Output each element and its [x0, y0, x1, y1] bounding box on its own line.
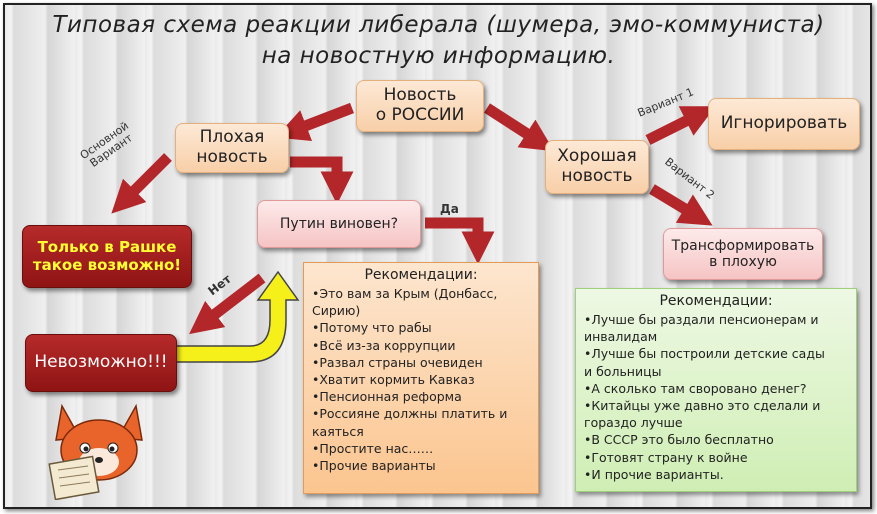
arrow-putin-yes [425, 217, 495, 265]
arrow-bad-to-putin [290, 156, 354, 205]
list-item: •Прочие варианты [312, 458, 436, 474]
node-impossible: Невозможно!!! [25, 334, 177, 392]
list-item: •Потому что рабы [312, 320, 432, 336]
rec-green-list: •Лучше бы раздали пенсионерам и инвалида… [584, 311, 848, 483]
node-good-news: Хорошая новость [545, 140, 649, 194]
list-item: •Китайцы уже давно это сделали и [584, 398, 821, 414]
node-news: Новость о РОССИИ [356, 80, 484, 132]
list-item: инвалидам [584, 329, 658, 345]
list-item: Сирию) [312, 303, 361, 319]
node-bad-news: Плохая новость [175, 123, 289, 173]
list-item: и больницы [584, 363, 662, 379]
list-item: каяться [312, 423, 364, 439]
rec-orange-title: Рекомендации: [364, 267, 478, 283]
node-transform: Трансформировать в плохую [663, 228, 823, 280]
node-ignore: Игнорировать [708, 98, 860, 150]
list-item: •Пенсионная реформа [312, 389, 462, 405]
diagram-title-line1: Типовая схема реакции либерала (шумера, … [52, 12, 825, 38]
list-item: •Готовят страну к войне [584, 449, 748, 465]
arrow-bad-to-only-russia [111, 153, 172, 214]
yellow-arrow [175, 270, 300, 363]
fox-mascot-icon [48, 403, 143, 500]
node-putin: Путин виновен? [257, 200, 421, 248]
rec-green-title: Рекомендации: [659, 293, 773, 309]
list-item: •Простите нас…… [312, 440, 434, 456]
list-item: •Это вам за Крым (Донбасс, [312, 286, 498, 301]
list-item: •В СССР это было бесплатно [584, 432, 774, 448]
label-yes: Да [440, 202, 459, 216]
list-item: •А сколько там своровано денег? [584, 380, 807, 396]
list-item: •И прочие варианты. [584, 466, 724, 482]
list-item: гораздо лучше [584, 415, 683, 431]
node-only-russia: Только в Рашке такое возможно! [22, 225, 192, 288]
arrow-news-to-bad [275, 102, 354, 142]
arrow-news-to-good [484, 103, 555, 152]
list-item: •Лучше бы построили детские сады [584, 346, 825, 362]
arrow-no [189, 273, 266, 335]
rec-orange-list: •Это вам за Крым (Донбасс, Сирию) •Потом… [312, 285, 530, 474]
list-item: •Развал страны очевиден [312, 354, 483, 370]
list-item: •Россияне должны платить и [312, 406, 508, 422]
list-item: •Лучше бы раздали пенсионерам и [584, 312, 819, 327]
arrow-good-to-transform [649, 184, 713, 226]
recommendations-orange: Рекомендации: •Это вам за Крым (Донбасс,… [303, 262, 539, 494]
list-item: •Хватит кормить Кавказ [312, 372, 475, 388]
list-item: •Всё из-за коррупции [312, 337, 456, 353]
diagram-title-line2: на новостную информацию. [261, 43, 616, 69]
arrow-good-to-ignore [645, 106, 716, 145]
recommendations-green: Рекомендации: •Лучше бы раздали пенсионе… [575, 288, 857, 492]
